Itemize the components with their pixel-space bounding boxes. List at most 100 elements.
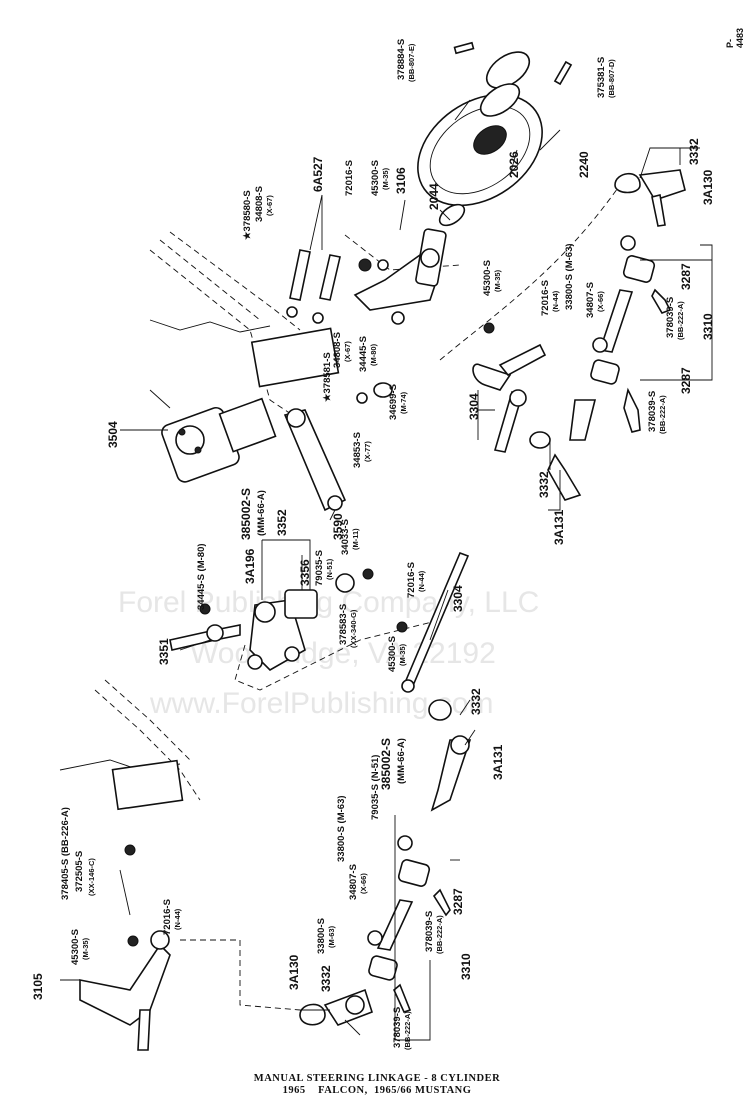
dust-shield (453, 41, 573, 117)
watermark-line-2: Woodbridge, VA 22192 (190, 637, 496, 670)
tie-rod-end-lower-left (299, 988, 373, 1026)
label-378884-s: 378884-S (396, 39, 407, 80)
label-45300-s-c: 45300-S (387, 636, 398, 672)
label-3332-mid: 3332 (537, 471, 551, 498)
label-2044: 2044 (427, 183, 441, 210)
idler-bracket-3351 (169, 603, 241, 651)
spindle-right (353, 228, 447, 311)
label-378039-s-a: 378039-S (665, 297, 676, 338)
label-33800-s-a: 33800-S (M-63) (564, 243, 575, 310)
label-33800-s-c: 33800-S (316, 918, 327, 954)
label-45300-s-d: 45300-S (70, 929, 81, 965)
label-2026: 2026 (507, 151, 521, 178)
label-378583-s: 378583-S (338, 604, 349, 645)
leader-lines (60, 99, 713, 1041)
code-385002-s-a: (MM-66-A) (256, 490, 267, 536)
label-34808-s-b: 34808-S (332, 332, 343, 368)
label-3310-upper: 3310 (701, 313, 715, 340)
label-3a131-lower: 3A131 (491, 744, 505, 780)
watermark-line-1: Forel Publishing Company, LLC (118, 586, 539, 619)
code-378039-s-c: (BB-222-A) (435, 915, 444, 954)
label-3356: 3356 (298, 559, 312, 586)
frame-rail-upper (149, 231, 340, 421)
code-372505-s: (XX-146-C) (87, 858, 96, 896)
label-34445-s-a: 34445-S (358, 336, 369, 372)
label-375381-s: 375381-S (596, 57, 607, 98)
label-378039-s-c: 378039-S (424, 911, 435, 952)
label-72016-s-c: 72016-S (406, 562, 417, 598)
label-3310-lower: 3310 (459, 953, 473, 980)
label-3590: 3590 (331, 513, 345, 540)
label-3287-a: 3287 (679, 263, 693, 290)
idler-arm (247, 568, 374, 671)
tie-rod-end-upper-right (614, 169, 686, 227)
code-34445-s-a: (M-80) (369, 343, 378, 366)
label-378039-s-b: 378039-S (647, 391, 658, 432)
code-72016-s-d: (N-44) (173, 908, 182, 930)
label-385002-s-a: 385002-S (239, 488, 253, 540)
label-6a527: 6A527 (311, 156, 325, 192)
label-3105: 3105 (31, 973, 45, 1000)
upper-bolts (286, 249, 495, 404)
label-34807-s-a: 34807-S (585, 282, 596, 318)
label-34445-s-b: 34445-S (M-80) (196, 543, 207, 610)
code-34853-s: (X-77) (363, 441, 372, 462)
label-3304-lower: 3304 (451, 585, 465, 612)
label-34699-s: 34699-S (388, 384, 399, 420)
caption-line-1: MANUAL STEERING LINKAGE - 8 CYLINDER (253, 1073, 501, 1084)
label-378580-s: ★378580-S (242, 190, 253, 240)
label-2240: 2240 (577, 151, 591, 178)
label-3a196: 3A196 (243, 548, 257, 584)
code-45300-s-d: (M-35) (81, 937, 90, 960)
label-3a130-lower: 3A130 (287, 954, 301, 990)
tie-rod-end-lower-center (428, 699, 472, 812)
label-3a131-mid: 3A131 (552, 509, 566, 545)
code-34808-s-b: (X-67) (343, 341, 352, 362)
code-378583-s: (XX-340-G) (349, 609, 358, 648)
adjusting-sleeve-upper (590, 235, 672, 433)
label-34808-s-a: 34808-S (254, 186, 265, 222)
label-45300-s-b: 45300-S (482, 260, 493, 296)
label-34033-s: 34033-S (340, 519, 351, 555)
label-79035-s-b: 79035-S (N-51) (370, 755, 381, 820)
label-34853-s: 34853-S (352, 432, 363, 468)
label-72016-s-d: 72016-S (162, 899, 173, 935)
label-378039-s-d: 378039-S (392, 1007, 403, 1048)
figure-reference: P-4483 (725, 27, 745, 48)
label-3351: 3351 (157, 638, 171, 665)
adjusting-sleeve-lower (367, 835, 451, 1013)
pitman-arm (283, 408, 347, 512)
label-3287-c: 3287 (451, 888, 465, 915)
code-72016-s-c: (N-44) (417, 570, 426, 592)
code-34807-s-a: (X-66) (596, 291, 605, 312)
label-3504: 3504 (106, 421, 120, 448)
part-labels: 3504 3590 3351 3A196 3352 3356 3304 3304… (31, 39, 715, 1050)
code-72016-s-b: (N-44) (551, 290, 560, 312)
code-34033-s: (M-11) (351, 528, 360, 550)
tie-rod-end-mid-right (529, 399, 597, 501)
label-3304-upper: 3304 (467, 393, 481, 420)
code-378884-s: (BB-807-E) (407, 43, 416, 82)
code-34807-s-b: (X-66) (359, 873, 368, 894)
label-72016-s-b: 72016-S (540, 280, 551, 316)
label-378405-s: 378405-S (BB-226-A) (60, 807, 71, 900)
center-link (396, 551, 470, 693)
label-372505-s: 372505-S (74, 851, 85, 892)
code-79035-s-a: (N-51) (325, 558, 334, 580)
label-3352: 3352 (275, 509, 289, 536)
label-3106: 3106 (394, 167, 408, 194)
label-72016-s-a: 72016-S (344, 160, 355, 196)
label-385002-s-b: 385002-S (379, 738, 393, 790)
code-375381-s: (BB-807-D) (607, 59, 616, 98)
code-45300-s-a: (M-35) (381, 167, 390, 190)
code-34808-s-a: (X-67) (265, 195, 274, 216)
label-34807-s-b: 34807-S (348, 864, 359, 900)
label-33800-s-b: 33800-S (M-63) (336, 795, 347, 862)
spindle-left (79, 844, 171, 1051)
code-378039-s-d: (BB-222-A) (403, 1011, 412, 1050)
steering-gear (149, 389, 277, 483)
code-45300-s-c: (M-35) (398, 643, 407, 666)
label-3332-left: 3332 (319, 965, 333, 992)
label-45300-s-a: 45300-S (370, 160, 381, 196)
